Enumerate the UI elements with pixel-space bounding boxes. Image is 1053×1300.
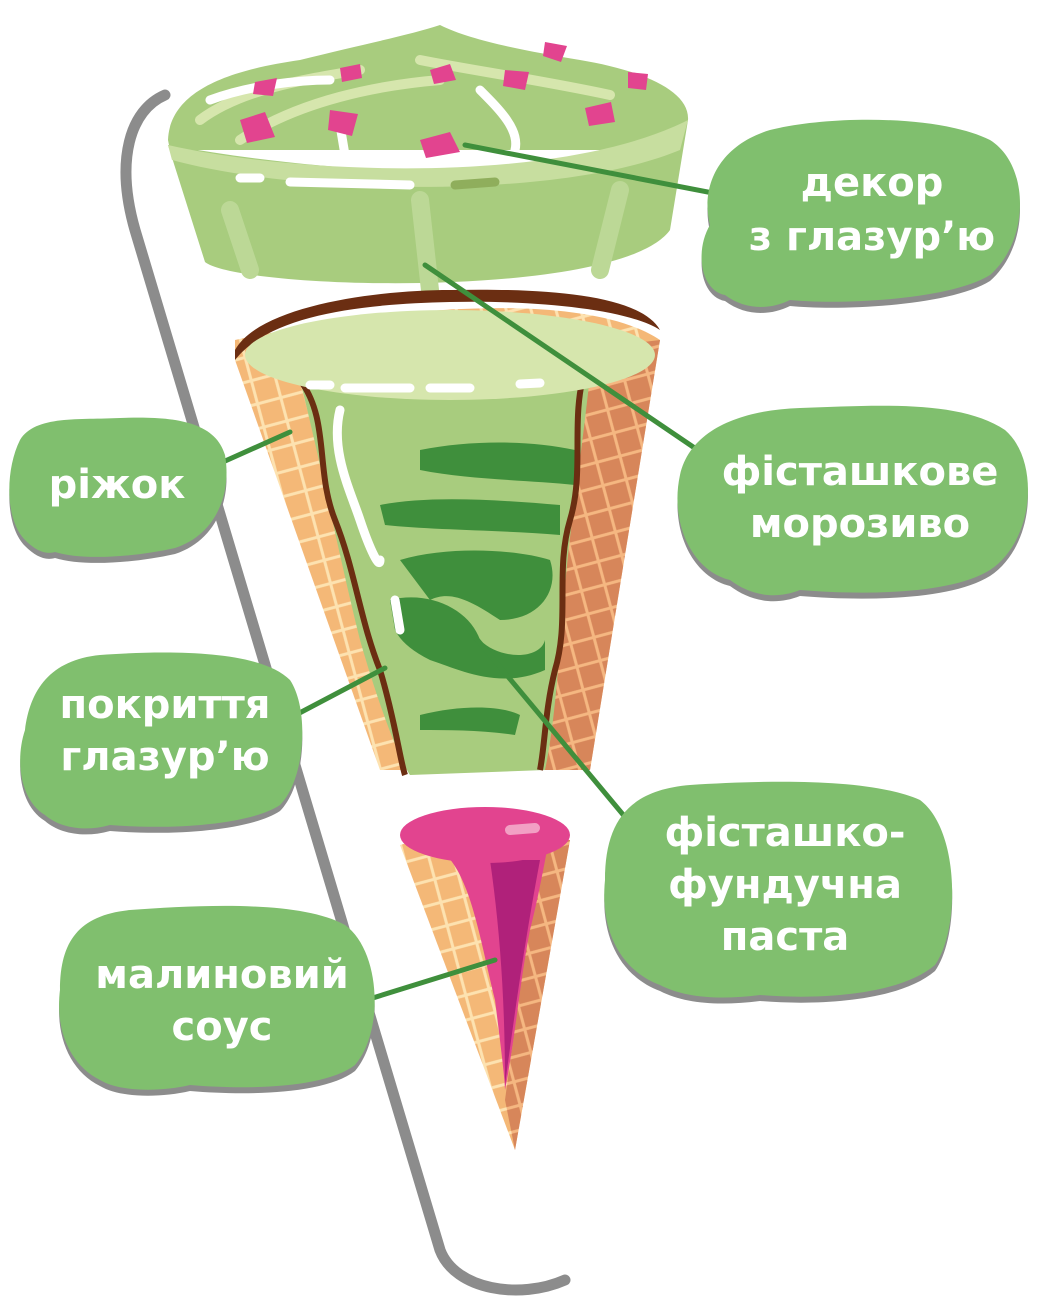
label-glaze-decor-line-1: декор [801,160,944,206]
leader-line-glaze-coating [287,665,388,721]
label-pistachio-ice-cream: фісташкове морозиво [677,405,1028,602]
label-raspberry-sauce-line-1: малиновий [95,952,349,998]
label-glaze-coating-line-1: покриття [60,682,271,728]
leader-line-paste [462,622,643,838]
label-paste-line-1: фісташко- [665,810,906,856]
ice-cream-top-scoop [168,25,689,299]
label-glaze-decor: декор з глазур’ю [701,119,1020,313]
label-glaze-coating: покриття глазур’ю [20,652,303,835]
label-pistachio-hazelnut-paste: фісташко- фундучна паста [604,781,953,1004]
label-pistachio-ice-cream-line-1: фісташкове [722,449,999,495]
label-raspberry-sauce-line-2: соус [172,1004,273,1050]
waffle-cone-bottom [400,807,570,1150]
label-paste-line-2: фундучна [668,862,902,908]
label-pistachio-ice-cream-line-2: морозиво [750,501,970,547]
label-glaze-coating-line-2: глазур’ю [60,734,269,780]
leader-line-ice-cream [422,262,708,458]
label-raspberry-sauce: малиновий соус [59,905,375,1096]
label-paste-line-3: паста [721,914,850,960]
label-cone: ріжок [9,417,227,563]
label-glaze-decor-line-2: з глазур’ю [749,214,995,260]
label-cone-line-1: ріжок [49,462,186,508]
